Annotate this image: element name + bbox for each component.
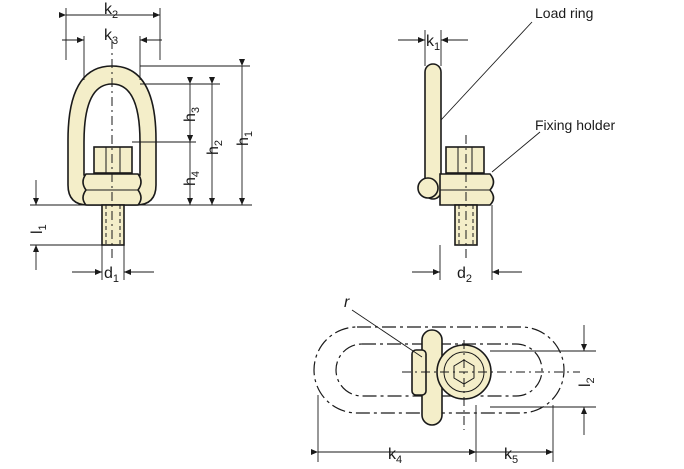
label-r: r xyxy=(344,294,350,311)
side-view: k1 d2 Load ring Fixing holder xyxy=(398,5,615,285)
label-k5: k5 xyxy=(504,446,518,466)
label-d2: d2 xyxy=(457,265,472,285)
label-h2: h2 xyxy=(205,140,225,155)
front-view: k2 k3 h3 h2 h1 h4 l1 d1 xyxy=(29,1,255,285)
side-hex-nut xyxy=(445,146,485,174)
label-h1: h1 xyxy=(235,131,255,146)
top-view: r l2 k4 k5 xyxy=(311,294,597,466)
label-k4: k4 xyxy=(388,446,402,466)
label-l2: l2 xyxy=(577,377,597,387)
label-l1: l1 xyxy=(29,224,49,234)
label-h4: h4 xyxy=(182,171,202,186)
callout-load-ring: Load ring xyxy=(535,5,593,21)
front-thread-stud xyxy=(101,204,125,246)
label-k3: k3 xyxy=(104,27,118,47)
label-h3: h3 xyxy=(182,107,202,122)
callout-fixing-holder: Fixing holder xyxy=(535,117,615,133)
label-k2: k2 xyxy=(104,1,118,21)
front-hex-nut xyxy=(93,146,133,174)
label-d1: d1 xyxy=(104,265,119,285)
label-k1: k1 xyxy=(426,33,440,53)
side-load-ring xyxy=(424,63,442,200)
